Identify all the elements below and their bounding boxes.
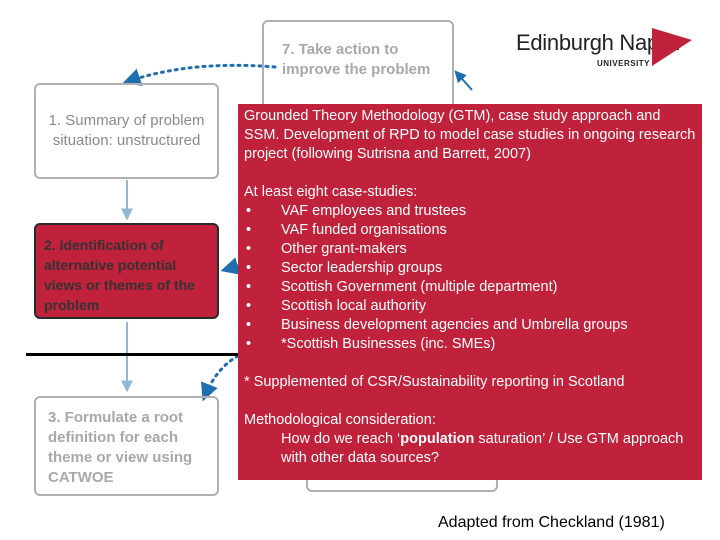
logo-triangle-icon	[652, 28, 692, 66]
case-item: •VAF employees and trustees	[246, 203, 467, 219]
case-item: •*Scottish Businesses (inc. SMEs)	[246, 336, 496, 352]
case-item: •Scottish Government (multiple departmen…	[246, 279, 558, 295]
source-credit: Adapted from Checkland (1981)	[438, 514, 665, 531]
arrow-to-7	[454, 70, 473, 91]
step3-box: 3. Formulate a root definition for each …	[34, 396, 219, 496]
divider-line	[26, 353, 240, 356]
step3-label: 3. Formulate a root definition for each …	[48, 409, 193, 486]
bullet-icon: •	[246, 203, 252, 219]
arrow-7-to-1	[122, 63, 277, 86]
methodology-panel: Grounded Theory Methodology (GTM), case …	[238, 104, 702, 480]
arrow-panel-to-3	[200, 354, 240, 402]
case-item: •Other grant-makers	[246, 241, 407, 257]
step7-label: 7. Take action to improve the problem	[282, 41, 431, 78]
arrow-panel-to-2	[220, 257, 241, 275]
step2-box: 2. Identification of alternative potenti…	[34, 223, 219, 319]
case-item: •Business development agencies and Umbre…	[246, 317, 628, 333]
consideration-heading: Methodological consideration:	[244, 412, 436, 428]
cases-list: •VAF employees and trustees •VAF funded …	[244, 202, 696, 354]
step1-box: 1. Summary of problem situation: unstruc…	[34, 83, 219, 179]
bullet-icon: •	[246, 222, 252, 238]
consideration-text: How do we reach ‘population saturation’ …	[281, 431, 684, 466]
university-logo: Edinburgh Napier UNIVERSITY	[516, 26, 696, 78]
population-emphasis: population	[400, 431, 475, 447]
bullet-icon: •	[246, 241, 252, 257]
bullet-icon: •	[246, 279, 252, 295]
logo-subtitle: UNIVERSITY	[597, 59, 651, 68]
case-item: •Scottish local authority	[246, 298, 427, 314]
step7-box: 7. Take action to improve the problem	[262, 20, 454, 110]
bullet-icon: •	[246, 260, 252, 276]
bullet-icon: •	[246, 298, 252, 314]
case-item: •VAF funded organisations	[246, 222, 447, 238]
step2-label: 2. Identification of alternative potenti…	[44, 237, 195, 313]
bullet-icon: •	[246, 317, 252, 333]
step1-label: 1. Summary of problem situation: unstruc…	[48, 112, 205, 149]
supplement-note: * Supplemented of CSR/Sustainability rep…	[244, 374, 625, 390]
bullet-icon: •	[246, 336, 252, 352]
case-item: •Sector leadership groups	[246, 260, 443, 276]
cases-heading: At least eight case-studies:	[244, 184, 418, 200]
methodology-text: Grounded Theory Methodology (GTM), case …	[244, 108, 696, 162]
